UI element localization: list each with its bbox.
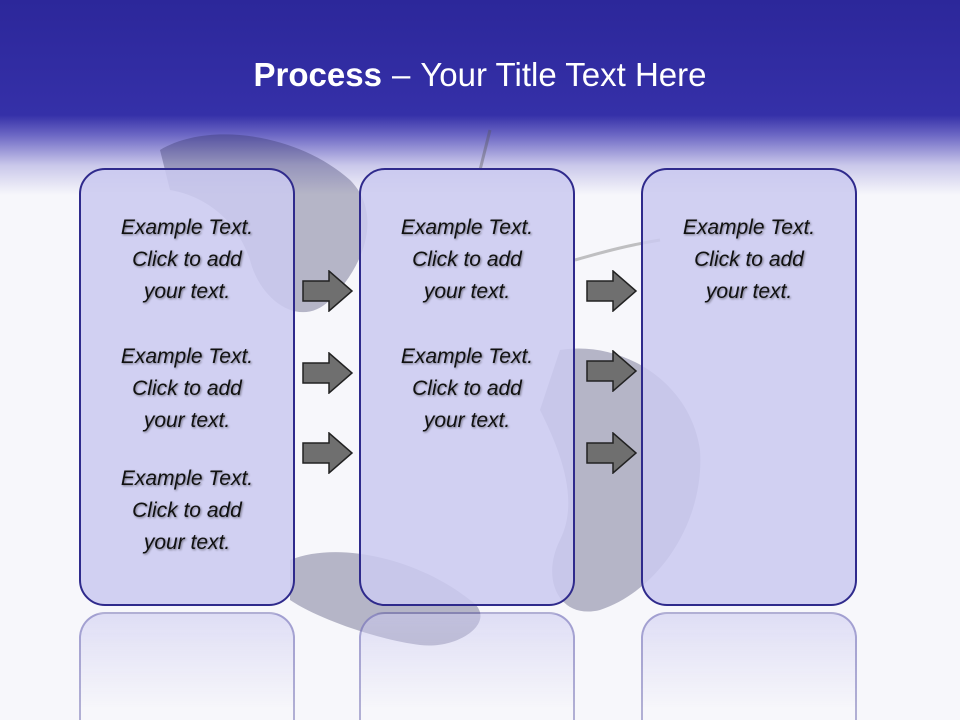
- right-arrow-icon: [302, 352, 354, 394]
- text-line: your text.: [143, 531, 231, 554]
- right-arrow-icon: [302, 270, 354, 312]
- text-line: Example Text.: [120, 467, 254, 490]
- right-arrow-icon: [586, 432, 638, 474]
- text-line: your text.: [143, 409, 231, 432]
- text-line: Click to add: [412, 377, 522, 400]
- text-block[interactable]: Example Text. Click to add your text.: [81, 212, 293, 308]
- text-block[interactable]: Example Text. Click to add your text.: [81, 463, 293, 559]
- text-line: your text.: [705, 280, 793, 303]
- panel-3-reflection: [641, 612, 857, 720]
- header-band: [0, 0, 960, 200]
- text-line: Example Text.: [120, 345, 254, 368]
- text-line: Example Text.: [400, 216, 534, 239]
- panel-2-reflection: [359, 612, 575, 720]
- text-line: Example Text.: [120, 216, 254, 239]
- title-bold-text: Process: [253, 56, 382, 93]
- text-block[interactable]: Example Text. Click to add your text.: [361, 212, 573, 308]
- text-line: Click to add: [412, 248, 522, 271]
- process-panel-1[interactable]: Example Text. Click to add your text. Ex…: [79, 168, 295, 606]
- text-block[interactable]: Example Text. Click to add your text.: [81, 341, 293, 437]
- process-panel-2[interactable]: Example Text. Click to add your text. Ex…: [359, 168, 575, 606]
- title-separator: –: [391, 56, 411, 93]
- text-block[interactable]: Example Text. Click to add your text.: [643, 212, 855, 308]
- text-line: your text.: [423, 280, 511, 303]
- text-line: Example Text.: [682, 216, 816, 239]
- text-block[interactable]: Example Text. Click to add your text.: [361, 341, 573, 437]
- slide-title[interactable]: Process–Your Title Text Here: [0, 50, 960, 100]
- text-line: your text.: [143, 280, 231, 303]
- title-rest-text: Your Title Text Here: [420, 56, 707, 93]
- right-arrow-icon: [586, 270, 638, 312]
- text-line: Example Text.: [400, 345, 534, 368]
- panel-1-reflection: [79, 612, 295, 720]
- text-line: Click to add: [132, 248, 242, 271]
- text-line: Click to add: [694, 248, 804, 271]
- text-line: Click to add: [132, 499, 242, 522]
- text-line: Click to add: [132, 377, 242, 400]
- text-line: your text.: [423, 409, 511, 432]
- process-panel-3[interactable]: Example Text. Click to add your text.: [641, 168, 857, 606]
- right-arrow-icon: [302, 432, 354, 474]
- right-arrow-icon: [586, 350, 638, 392]
